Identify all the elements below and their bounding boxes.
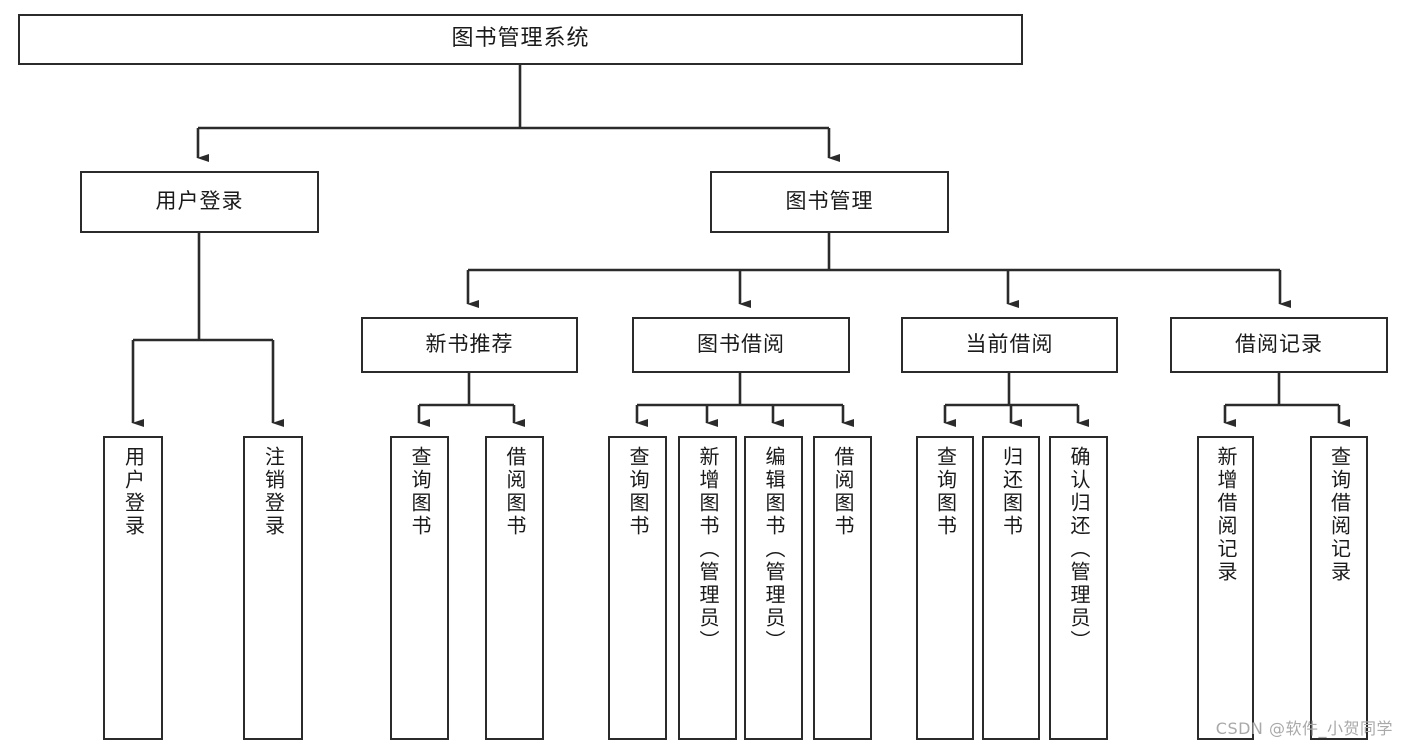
node-leaf-query-book-cur[interactable]: 查询图书 — [916, 436, 974, 740]
node-leaf-add-book[interactable]: 新增图书（管理员） — [678, 436, 737, 740]
node-leaf-query-record-label: 查询借阅记录 — [1327, 446, 1352, 584]
csdn-watermark: CSDN @软件_小贺同学 — [1215, 719, 1393, 738]
node-leaf-borrow-book-bor[interactable]: 借阅图书 — [813, 436, 872, 740]
node-leaf-query-book-bor-label: 查询图书 — [626, 446, 650, 538]
node-book-manage-label: 图书管理 — [785, 189, 874, 214]
node-leaf-add-record[interactable]: 新增借阅记录 — [1197, 436, 1254, 740]
node-borrow-record[interactable]: 借阅记录 — [1170, 317, 1388, 373]
node-book-borrow-label: 图书借阅 — [697, 332, 785, 357]
node-leaf-confirm-return[interactable]: 确认归还（管理员） — [1049, 436, 1108, 740]
node-leaf-query-book-rec-label: 查询图书 — [408, 446, 432, 538]
node-leaf-borrow-book-bor-label: 借阅图书 — [831, 446, 855, 538]
node-leaf-edit-book[interactable]: 编辑图书（管理员） — [744, 436, 803, 740]
node-leaf-edit-book-label: 编辑图书（管理员） — [762, 446, 786, 653]
node-book-borrow[interactable]: 图书借阅 — [632, 317, 850, 373]
node-new-book-recommend[interactable]: 新书推荐 — [361, 317, 578, 373]
node-leaf-user-login[interactable]: 用户登录 — [103, 436, 163, 740]
node-new-book-recommend-label: 新书推荐 — [425, 332, 514, 357]
node-root[interactable]: 图书管理系统 — [18, 14, 1023, 65]
node-leaf-query-book-cur-label: 查询图书 — [933, 446, 958, 538]
node-book-manage[interactable]: 图书管理 — [710, 171, 949, 233]
node-leaf-user-logout[interactable]: 注销登录 — [243, 436, 303, 740]
node-borrow-record-label: 借阅记录 — [1235, 332, 1323, 357]
node-leaf-borrow-book-rec[interactable]: 借阅图书 — [485, 436, 544, 740]
node-user-login[interactable]: 用户登录 — [80, 171, 319, 233]
node-leaf-add-book-label: 新增图书（管理员） — [696, 446, 720, 653]
node-leaf-query-book-rec[interactable]: 查询图书 — [390, 436, 449, 740]
node-leaf-query-record[interactable]: 查询借阅记录 — [1310, 436, 1368, 740]
node-leaf-query-book-bor[interactable]: 查询图书 — [608, 436, 667, 740]
node-leaf-user-logout-label: 注销登录 — [261, 446, 286, 538]
node-leaf-return-book[interactable]: 归还图书 — [982, 436, 1040, 740]
node-leaf-confirm-return-label: 确认归还（管理员） — [1067, 446, 1091, 653]
node-current-borrow[interactable]: 当前借阅 — [901, 317, 1118, 373]
node-leaf-return-book-label: 归还图书 — [999, 446, 1024, 538]
node-current-borrow-label: 当前借阅 — [965, 332, 1054, 357]
node-leaf-add-record-label: 新增借阅记录 — [1214, 446, 1238, 584]
node-leaf-user-login-label: 用户登录 — [121, 446, 146, 538]
node-leaf-borrow-book-rec-label: 借阅图书 — [503, 446, 527, 538]
node-root-label: 图书管理系统 — [451, 26, 590, 52]
node-user-login-label: 用户登录 — [155, 189, 244, 214]
